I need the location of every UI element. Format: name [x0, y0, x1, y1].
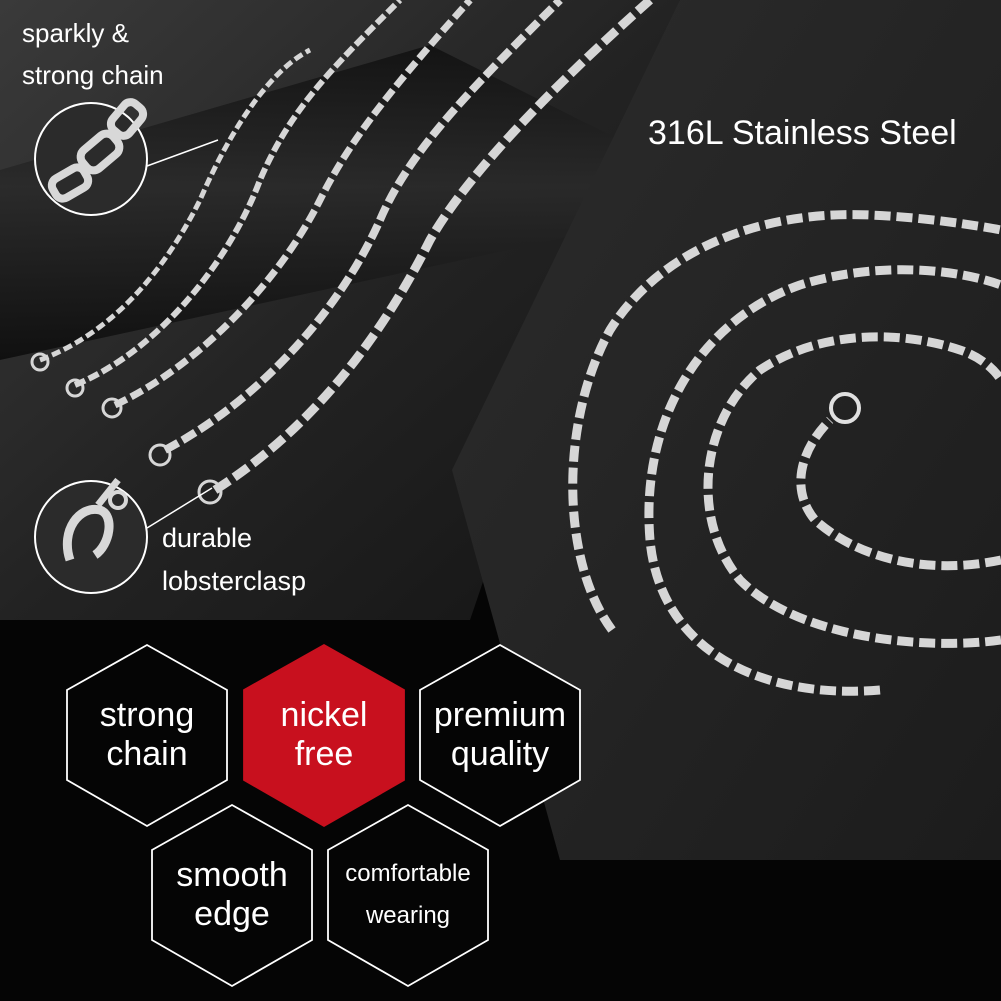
feature-comfortable-wearing-line1: comfortable [345, 860, 471, 888]
hex-nickel-free [243, 643, 405, 828]
feature-smooth-edge-line2: edge [194, 895, 270, 933]
hex-strong-chain [66, 643, 228, 828]
clasp-zoom-pointer [146, 487, 213, 529]
chain-callout-line2: strong chain [22, 60, 164, 90]
coiled-necklace [568, 210, 1001, 696]
lobster-clasp-zoom-icon [34, 480, 148, 594]
feature-nickel-free-line1: nickel [280, 695, 368, 734]
feature-smooth-edge-line1: smooth [176, 855, 288, 894]
feature-comfortable-wearing-line2: wearing [365, 902, 451, 929]
necklace-clasp [829, 392, 861, 424]
hex-comfortable-wearing [327, 803, 489, 988]
feature-badges [66, 643, 581, 988]
chain-link-zoom-icon [34, 102, 148, 216]
chain-4 [163, 0, 563, 454]
feature-premium-quality-line1: premium [433, 695, 567, 734]
lobster-clasp-zoom-detail [62, 477, 128, 562]
clasp-callout-line2: lobsterclasp [162, 566, 307, 596]
clasp-callout-line1: durable [162, 523, 253, 553]
feature-strong-chain-line1: strong [99, 695, 195, 734]
feature-nickel-free: nickel free [249, 690, 399, 780]
chain-1 [39, 47, 312, 363]
chains-group [30, 0, 653, 505]
hex-smooth-edge [151, 803, 313, 988]
material-title: 316L Stainless Steel [648, 114, 957, 152]
feature-strong-chain: strong chain [72, 690, 222, 780]
chain-5 [212, 0, 653, 494]
chain-3 [113, 0, 473, 409]
chain-zoom-pointer [146, 139, 219, 167]
feature-premium-quality: premium quality [420, 690, 580, 780]
feature-strong-chain-line2: chain [106, 735, 188, 773]
chain-callout-line1: sparkly & [22, 18, 129, 48]
chain-2 [73, 0, 403, 388]
feature-nickel-free-line2: free [294, 735, 354, 773]
feature-smooth-edge: smooth edge [157, 850, 307, 940]
chain-link-zoom-detail [47, 98, 148, 203]
feature-comfortable-wearing: comfortable wearing [330, 850, 486, 940]
hex-premium-quality [419, 643, 581, 828]
feature-premium-quality-line2: quality [450, 735, 550, 773]
